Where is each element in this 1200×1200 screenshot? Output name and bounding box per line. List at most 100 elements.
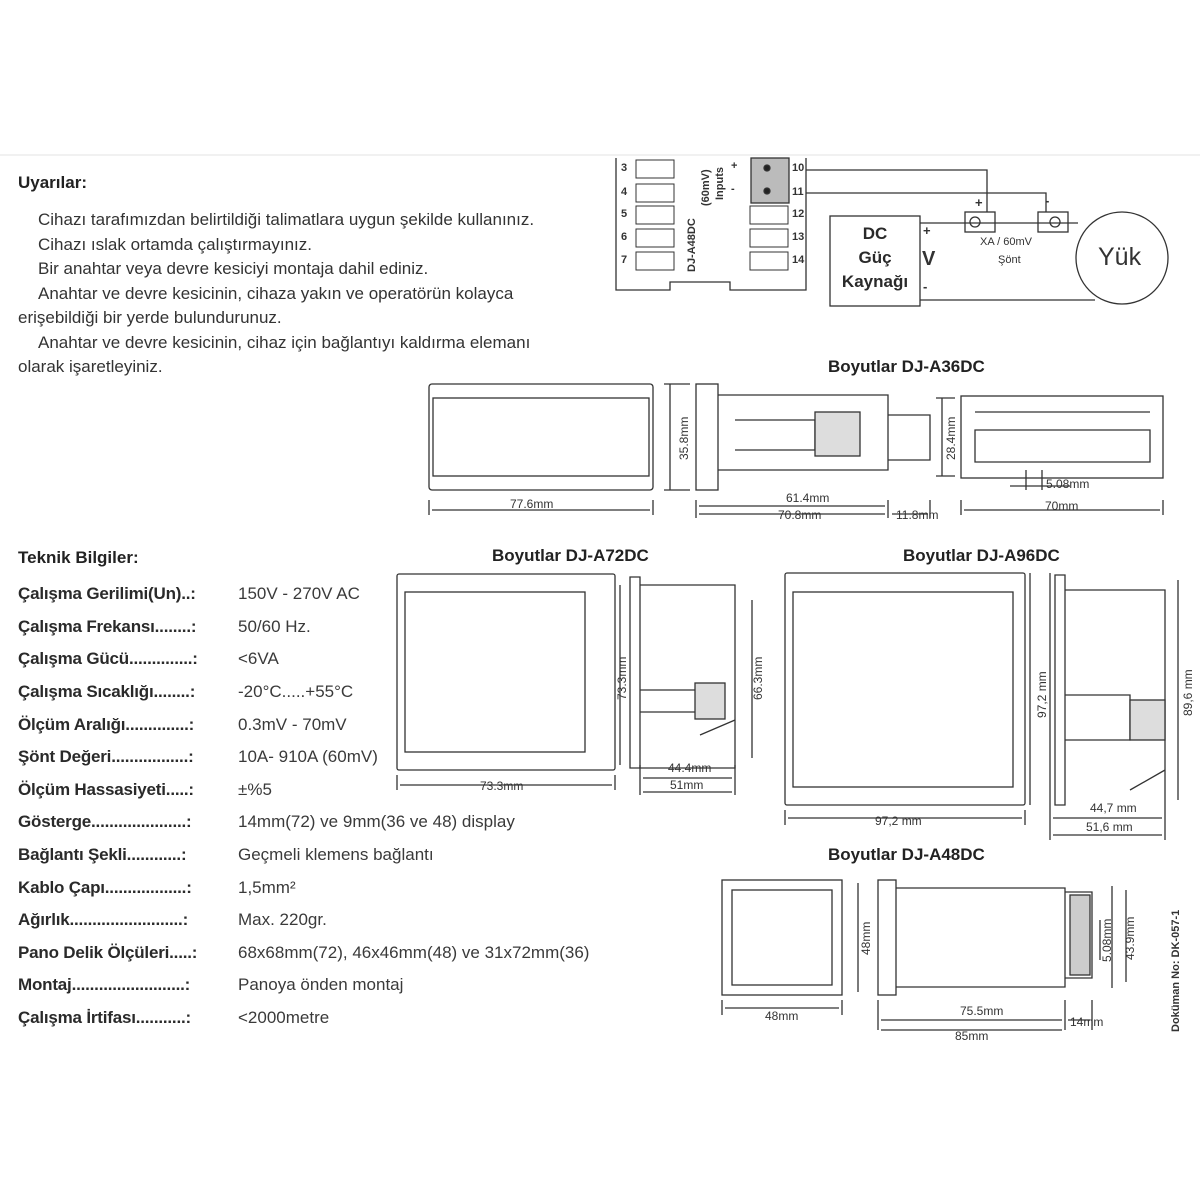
a72-depth2: 51mm [670, 778, 704, 792]
spec-label: Şönt Değeri.................: [18, 747, 194, 767]
a36-depth2: 70.8mm [778, 508, 822, 522]
spec-row: Ölçüm Aralığı..............: 0.3mV - 70mV [18, 708, 589, 741]
spec-row: Çalışma Sıcaklığı........: -20°C.....+55°… [18, 676, 589, 709]
spec-label: Çalışma Sıcaklığı........: [18, 682, 196, 702]
spec-value: 10A- 910A (60mV) [238, 747, 378, 767]
wiring-diagram [615, 157, 1169, 307]
wiring-inputs-label: Inputs [714, 167, 726, 200]
spec-row: Çalışma Frekansı........: 50/60 Hz. [18, 611, 589, 644]
dc-supply-label: DC Güç Kaynağı [830, 222, 920, 294]
spec-row: Gösterge.....................: 14mm(72) v… [18, 806, 589, 839]
shunt-minus: - [1045, 193, 1050, 208]
a48-height: 48mm [859, 921, 873, 955]
supply-v: V [922, 248, 936, 270]
shunt-label: Şönt [998, 254, 1021, 266]
spec-row: Ölçüm Hassasiyeti.....: ±%5 [18, 774, 589, 807]
a48-depth2: 85mm [955, 1029, 989, 1043]
spec-label: Montaj.........................: [18, 975, 191, 995]
a96-title: Boyutlar DJ-A96DC [903, 546, 1060, 565]
a96-width: 97,2 mm [875, 814, 922, 828]
a36-width: 77.6mm [510, 497, 554, 511]
a36-width2: 70mm [1045, 499, 1079, 513]
wiring-range-label: (60mV) [700, 169, 712, 206]
a48-depth3: 14mm [1070, 1015, 1104, 1029]
a96-drawing [784, 572, 1179, 840]
warnings-title: Uyarılar: [18, 173, 87, 192]
spec-row: Şönt Değeri.................: 10A- 910A (… [18, 741, 589, 774]
a48-width: 48mm [765, 1009, 799, 1023]
terminal-label: 10 [792, 162, 805, 174]
input-minus: - [731, 183, 735, 195]
spec-label: Çalışma Frekansı........: [18, 616, 197, 636]
a72-height: 73.3mm [615, 656, 629, 700]
a36-height2: 28.4mm [944, 416, 958, 460]
terminal-label: 11 [792, 186, 804, 198]
terminal-label: 5 [621, 208, 628, 220]
input-plus: + [731, 160, 738, 172]
spec-value: ±%5 [238, 779, 272, 799]
a72-drawing [396, 573, 753, 795]
spec-row: Kablo Çapı..................: 1,5mm² [18, 871, 589, 904]
spec-value: Panoya önden montaj [238, 975, 404, 995]
supply-line: DC [862, 224, 888, 243]
spec-value: <2000metre [238, 1008, 330, 1028]
warning-item: Bir anahtar veya devre kesiciyi montaja … [38, 259, 429, 278]
a96-depth1: 44,7 mm [1090, 801, 1137, 815]
terminal-label: 7 [621, 254, 628, 266]
spec-label: Kablo Çapı..................: [18, 877, 192, 897]
a72-width: 73.3mm [480, 779, 524, 793]
a72-depth1: 44.4mm [668, 761, 712, 775]
wiring-model-label: DJ-A48DC [686, 218, 698, 272]
spec-row: Çalışma Gerilimi(Un)..:150V - 270V AC [18, 578, 589, 611]
a48-title: Boyutlar DJ-A48DC [828, 845, 985, 864]
shunt-plus: + [975, 195, 983, 210]
spec-row: Ağırlık.........................:Max. 22… [18, 904, 589, 937]
terminal-label: 4 [621, 186, 628, 198]
shunt-rating: XA / 60mV [980, 236, 1032, 248]
terminal-label: 13 [792, 231, 805, 243]
warning-item: Anahtar ve devre kesicinin, cihaza yakın… [18, 283, 514, 328]
warning-item: Anahtar ve devre kesicinin, cihaz için b… [18, 332, 531, 377]
a36-depth3: 11.8mm [896, 508, 939, 522]
top-blank-band [0, 0, 1200, 156]
a96-height2: 89,6 mm [1181, 669, 1195, 716]
a48-pitch: 5.08mm [1100, 918, 1114, 962]
a96-height: 97,2 mm [1035, 671, 1049, 718]
load-label: Yük [1098, 243, 1142, 271]
spec-row: Bağlantı Şekli............:Geçmeli kleme… [18, 839, 589, 872]
spec-value: 150V - 270V AC [238, 584, 360, 604]
supply-plus: + [923, 223, 931, 238]
warnings-list: Cihazı tarafımızdan belirtildiği talimat… [18, 208, 558, 380]
spec-label: Ölçüm Hassasiyeti.....: [18, 779, 194, 799]
spec-value: 1,5mm² [238, 877, 296, 897]
a36-pitch: 5.08mm [1046, 477, 1090, 491]
spec-label: Ölçüm Aralığı..............: [18, 714, 195, 734]
a96-depth2: 51,6 mm [1086, 820, 1133, 834]
spec-value: 50/60 Hz. [238, 616, 311, 636]
document-number: Doküman No: DK-057-1 [1170, 909, 1182, 1032]
a36-drawing [428, 383, 1164, 518]
terminal-label: 3 [621, 162, 628, 174]
spec-row: Çalışma İrtifası...........: <2000metre [18, 1002, 589, 1035]
spec-label: Çalışma İrtifası...........: [18, 1008, 191, 1028]
spec-value: 0.3mV - 70mV [238, 714, 347, 734]
terminal-label: 6 [621, 231, 628, 243]
spec-value: <6VA [238, 649, 279, 669]
spec-value: 14mm(72) ve 9mm(36 ve 48) display [238, 812, 515, 832]
warning-item: Cihazı tarafımızdan belirtildiği talimat… [38, 210, 535, 229]
spec-label: Çalışma Gücü..............: [18, 649, 198, 669]
warning-item: Cihazı ıslak ortamda çalıştırmayınız. [38, 234, 312, 254]
spec-value: Geçmeli klemens bağlantı [238, 845, 434, 865]
spec-label: Ağırlık.........................: [18, 910, 189, 930]
spec-label: Pano Delik Ölçüleri.....: [18, 942, 198, 962]
spec-value: -20°C.....+55°C [238, 682, 354, 702]
terminal-label: 14 [792, 254, 805, 266]
a48-height2: 43.9mm [1123, 916, 1137, 960]
spec-row: Çalışma Gücü..............: <6VA [18, 643, 589, 676]
spec-value: 68x68mm(72), 46x46mm(48) ve 31x72mm(36) [238, 942, 590, 962]
spec-label: Gösterge.....................: [18, 812, 192, 832]
a36-depth1: 61.4mm [786, 491, 830, 505]
a48-drawing [721, 879, 1127, 1031]
a72-title: Boyutlar DJ-A72DC [492, 546, 649, 565]
